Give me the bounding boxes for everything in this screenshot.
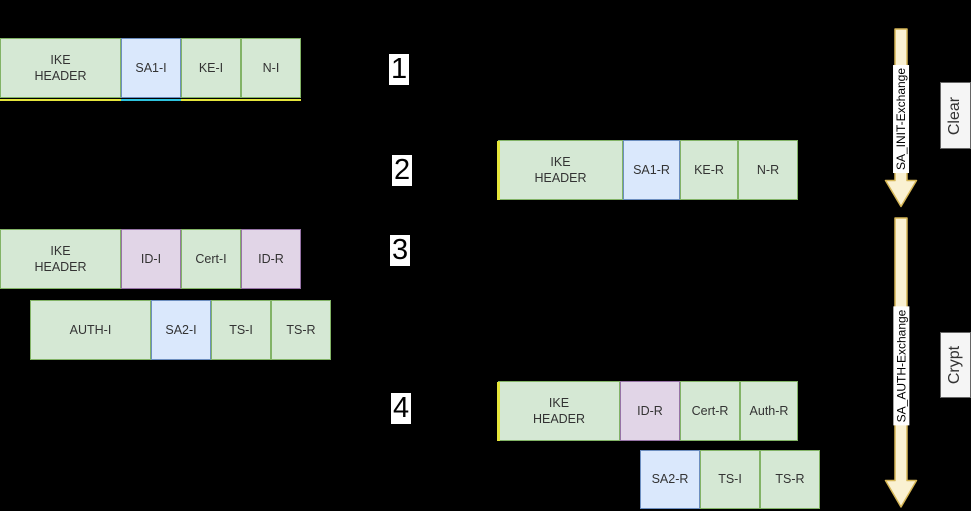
payload-box-sa1-r: SA1-R (623, 140, 680, 200)
payload-box-ike-header: IKE HEADER (0, 229, 121, 289)
payload-label: TS-I (229, 322, 253, 337)
step-number-3: 3 (390, 234, 411, 266)
payload-label: TS-R (286, 322, 316, 337)
payload-label: TS-R (775, 472, 805, 487)
payload-box-cert-i: Cert-I (181, 229, 241, 289)
payload-label: Auth-R (749, 403, 789, 418)
packet-row-message-4b: SA2-R TS-I TS-R (640, 450, 820, 509)
payload-box-n-i: N-I (241, 38, 301, 98)
payload-box-auth-i: AUTH-I (30, 300, 151, 360)
payload-box-id-i: ID-I (121, 229, 181, 289)
payload-label: ID-R (637, 403, 663, 418)
step-number-2: 2 (392, 154, 413, 186)
payload-label: IKE HEADER (34, 243, 87, 274)
payload-box-n-r: N-R (738, 140, 798, 200)
accent-underline-cyan (120, 98, 181, 101)
payload-box-ts-r: TS-R (760, 450, 820, 509)
payload-box-auth-r: Auth-R (740, 381, 798, 441)
payload-label: TS-I (718, 472, 742, 487)
payload-label: SA1-I (135, 60, 167, 75)
payload-box-ts-i: TS-I (211, 300, 271, 360)
packet-row-message-1: IKE HEADER SA1-I KE-I N-I (0, 38, 301, 98)
payload-box-ke-r: KE-R (680, 140, 738, 200)
phase-label-text: Crypt (946, 345, 964, 385)
payload-box-id-r: ID-R (620, 381, 680, 441)
payload-box-ike-header: IKE HEADER (498, 140, 623, 200)
arrow-label-sa-auth: SA_AUTH-Exchange (886, 306, 916, 426)
payload-box-ike-header: IKE HEADER (0, 38, 121, 98)
payload-label: ID-I (140, 251, 162, 266)
payload-box-ike-header: IKE HEADER (498, 381, 620, 441)
accent-sideline-yellow (497, 381, 500, 441)
arrow-label-text: SA_INIT-Exchange (893, 64, 909, 174)
step-number-1: 1 (389, 53, 410, 85)
payload-box-ke-i: KE-I (181, 38, 241, 98)
phase-label-text: Clear (946, 96, 964, 135)
payload-label: SA1-R (633, 162, 670, 177)
payload-label: N-R (756, 162, 780, 177)
arrow-label-sa-init: SA_INIT-Exchange (886, 59, 916, 179)
payload-box-sa2-r: SA2-R (640, 450, 700, 509)
payload-label: IKE HEADER (532, 395, 586, 426)
payload-label: Cert-I (195, 251, 227, 266)
payload-box-sa2-i: SA2-I (151, 300, 211, 360)
payload-box-cert-r: Cert-R (680, 381, 740, 441)
step-number-4: 4 (391, 392, 412, 424)
accent-sideline-yellow (497, 140, 500, 200)
payload-label: N-I (262, 60, 280, 75)
packet-row-message-3b: AUTH-I SA2-I TS-I TS-R (30, 300, 331, 360)
payload-box-id-r: ID-R (241, 229, 301, 289)
phase-box-crypt: Crypt (940, 332, 971, 398)
arrow-label-text: SA_AUTH-Exchange (893, 306, 909, 426)
payload-box-sa1-i: SA1-I (121, 38, 181, 98)
payload-label: ID-R (258, 251, 284, 266)
payload-label: SA2-R (651, 472, 689, 487)
packet-row-message-2: IKE HEADER SA1-R KE-R N-R (498, 140, 798, 200)
payload-box-ts-i: TS-I (700, 450, 760, 509)
phase-box-clear: Clear (940, 82, 971, 149)
payload-label: SA2-I (165, 322, 197, 337)
payload-label: Cert-R (691, 403, 729, 418)
payload-box-ts-r: TS-R (271, 300, 331, 360)
payload-label: IKE HEADER (534, 154, 587, 185)
packet-row-message-3a: IKE HEADER ID-I Cert-I ID-R (0, 229, 301, 289)
payload-label: IKE HEADER (34, 52, 87, 83)
payload-label: AUTH-I (69, 322, 112, 337)
payload-label: KE-R (694, 162, 724, 177)
packet-row-message-4a: IKE HEADER ID-R Cert-R Auth-R (498, 381, 798, 441)
payload-label: KE-I (198, 60, 224, 75)
